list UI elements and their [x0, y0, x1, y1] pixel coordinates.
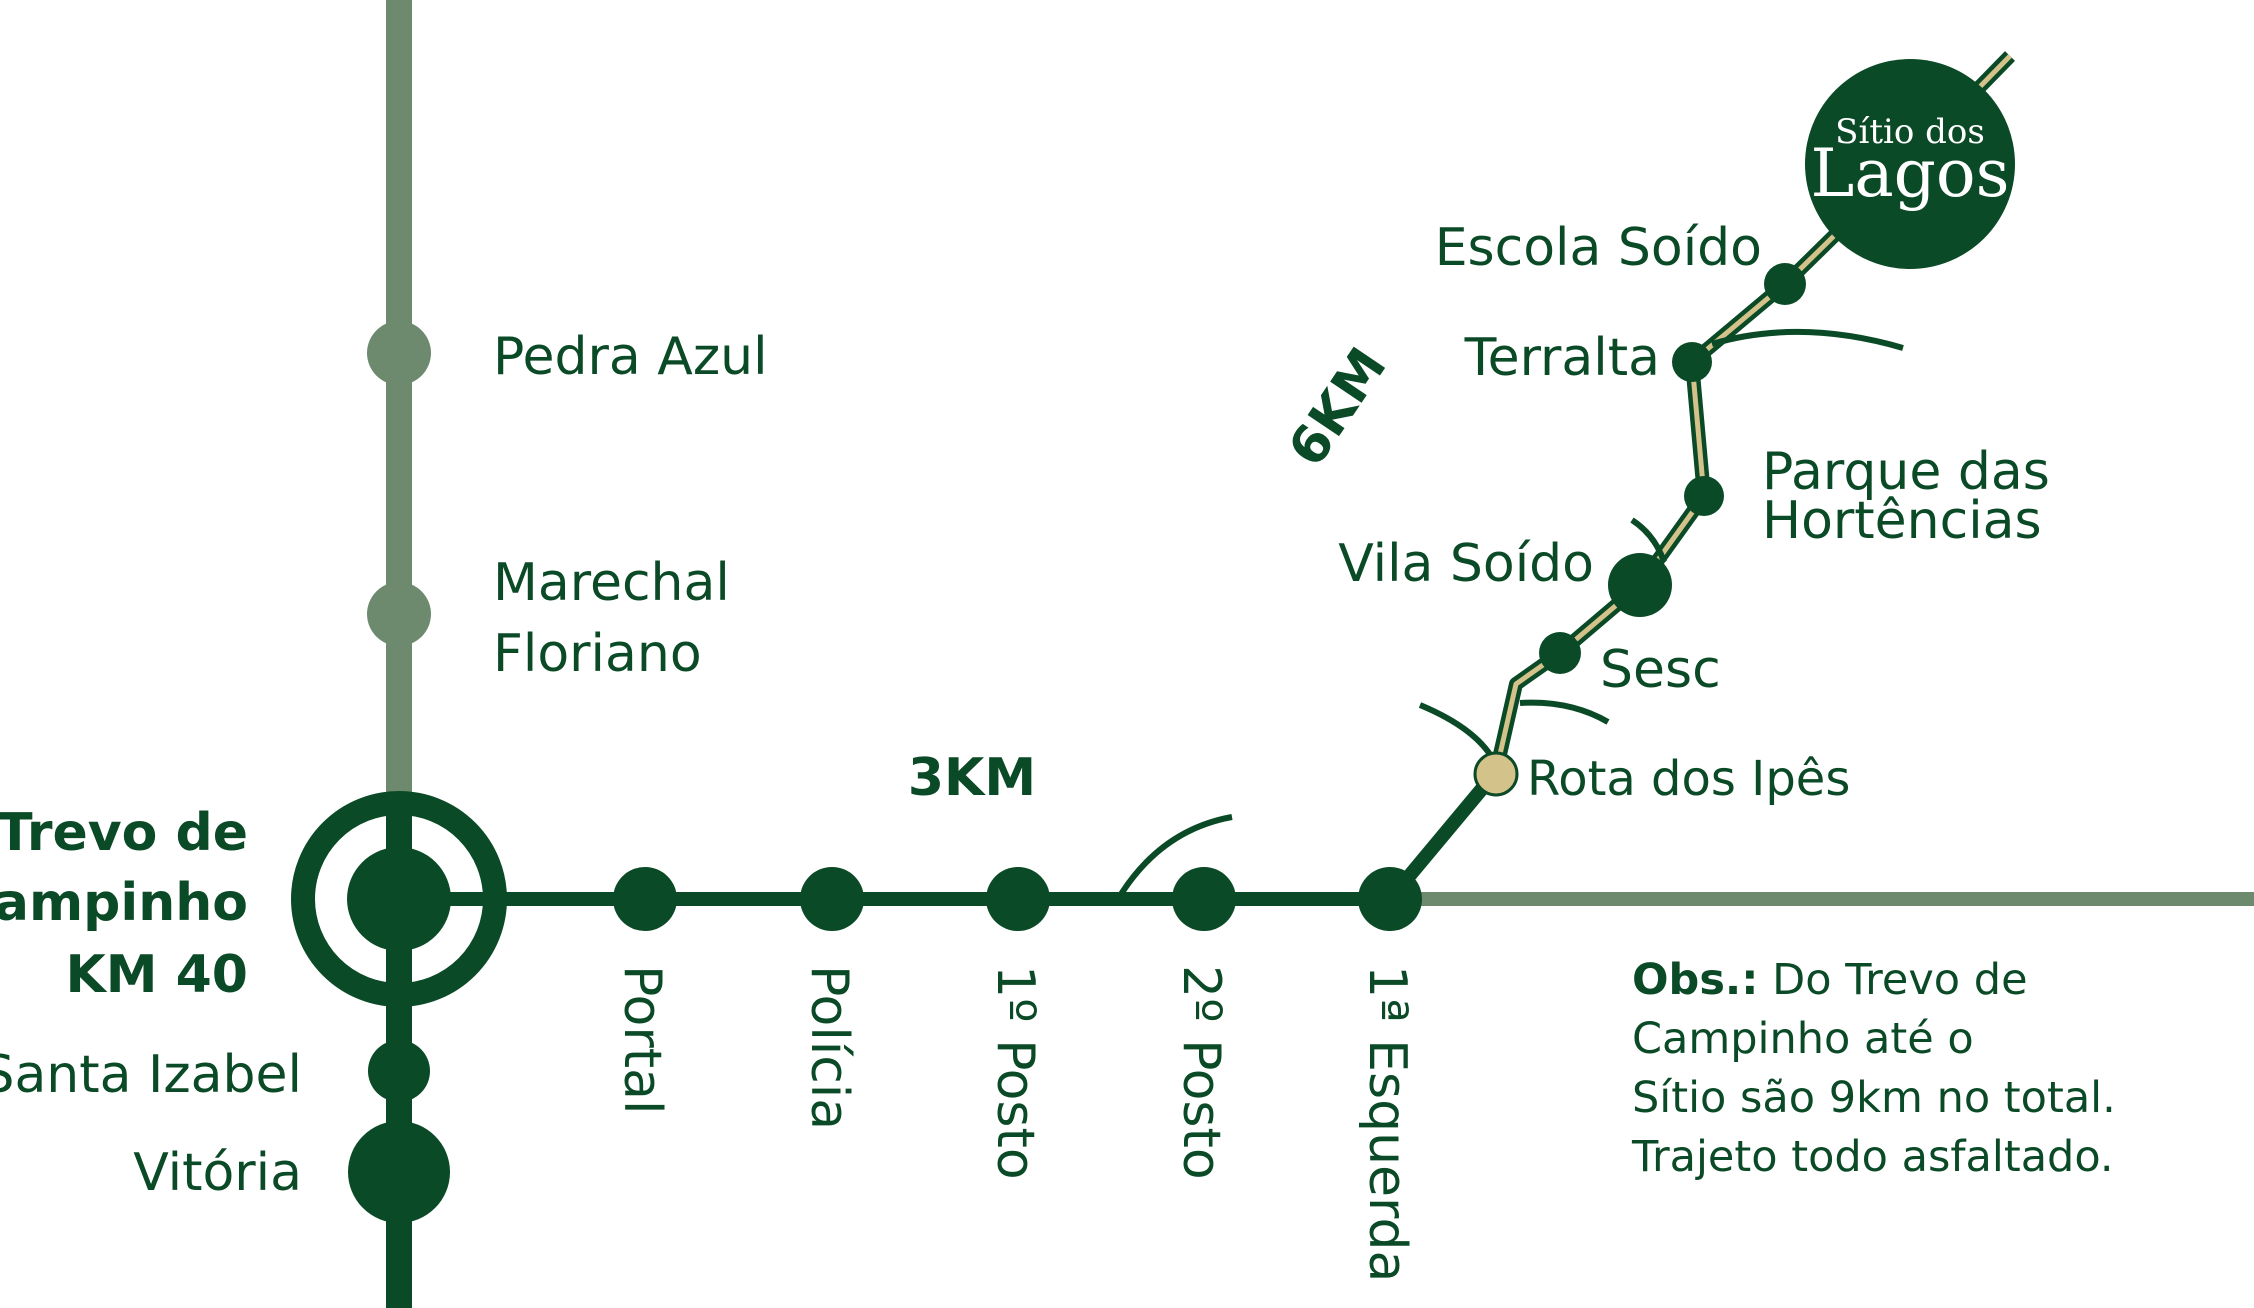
distance-6km: 6KM — [1277, 338, 1398, 478]
label-policia: Polícia — [799, 965, 859, 1130]
distance-3km: 3KM — [908, 748, 1036, 808]
label-vitoria: Vitória — [133, 1143, 302, 1203]
side-road-sesc — [1519, 699, 1610, 725]
stop-terralta[interactable] — [1672, 342, 1712, 382]
stop-vitoria[interactable] — [348, 1121, 450, 1223]
note-line4: Trajeto todo asfaltado. — [1631, 1132, 2114, 1182]
label-escola-soido: Escola Soído — [1435, 218, 1762, 278]
label-sesc: Sesc — [1600, 640, 1721, 700]
label-junction-2: Campinho — [0, 873, 248, 933]
stop-posto1[interactable] — [986, 867, 1050, 931]
stop-santa-izabel[interactable] — [368, 1040, 430, 1102]
label-vila-soido: Vila Soído — [1338, 534, 1594, 594]
logo-line2: Lagos — [1810, 135, 2009, 212]
note-line2: Campinho até o — [1632, 1014, 1974, 1064]
stop-pedra-azul[interactable] — [367, 321, 431, 385]
logo-badge[interactable] — [1805, 59, 2015, 269]
stop-sesc[interactable] — [1539, 632, 1581, 674]
stop-policia[interactable] — [800, 867, 864, 931]
stop-vila-soido[interactable] — [1608, 553, 1672, 617]
stop-marechal-floriano[interactable] — [367, 582, 431, 646]
label-junction-1: Trevo de — [0, 803, 248, 863]
stop-portal[interactable] — [613, 867, 677, 931]
label-posto2: 2º Posto — [1171, 965, 1231, 1180]
label-parque-2: Hortências — [1762, 491, 2042, 551]
label-posto1: 1º Posto — [985, 965, 1045, 1180]
label-marechal-1: Marechal — [493, 553, 730, 613]
label-esquerda: 1ª Esquerda — [1357, 965, 1417, 1282]
label-portal: Portal — [612, 965, 672, 1114]
label-junction-3: KM 40 — [65, 945, 248, 1005]
label-pedra-azul: Pedra Azul — [493, 327, 768, 387]
side-road-vila — [1630, 517, 1667, 564]
stop-rota-ipes[interactable] — [1473, 751, 1519, 797]
stop-escola-soido[interactable] — [1764, 263, 1806, 305]
note-prefix: Obs.: — [1632, 955, 1758, 1005]
label-rota-ipes: Rota dos Ipês — [1527, 751, 1850, 807]
logo-line1: Sítio dos — [1835, 112, 1985, 152]
side-road-terralta — [1711, 328, 1904, 351]
note-line3: Sítio são 9km no total. — [1632, 1073, 2116, 1123]
stop-esquerda[interactable] — [1358, 867, 1422, 931]
stop-parque[interactable] — [1684, 476, 1724, 516]
note-line1: Obs.: Do Trevo de — [1632, 955, 2028, 1005]
junction-core[interactable] — [347, 847, 451, 951]
stop-posto2[interactable] — [1172, 867, 1236, 931]
note-line1-text: Do Trevo de — [1758, 955, 2027, 1005]
label-parque-1: Parque das — [1762, 442, 2050, 502]
label-terralta: Terralta — [1464, 328, 1660, 388]
label-santa-izabel: Santa Izabel — [0, 1045, 302, 1105]
side-road-posto — [1115, 814, 1233, 901]
label-marechal-2: Floriano — [493, 624, 702, 684]
